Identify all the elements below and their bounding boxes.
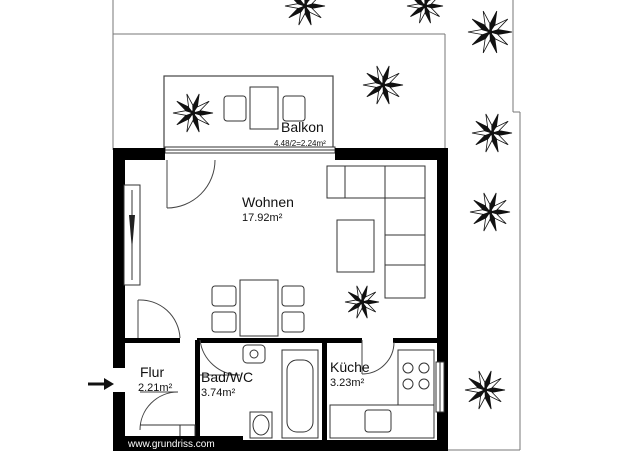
coffee-table [336,219,375,273]
room-name-flur: Flur [140,364,164,380]
room-area-kueche: 3.23m² [330,377,365,389]
plant-icon [406,0,444,24]
bathroom-fixtures [242,344,319,439]
sofa [326,165,426,299]
balcony-table [223,86,306,130]
plant-icon [344,285,380,319]
window-left [123,184,141,286]
room-name-kueche: Küche [330,359,370,375]
room-area-wohnen: 17.92m² [242,212,283,224]
room-area-flur: 2.21m² [138,382,173,394]
room-name-balkon: Balkon [281,119,324,135]
balcony [163,75,334,151]
arrow-right-icon [88,378,114,390]
plant-icon [467,10,513,54]
room-name-wohnen: Wohnen [242,194,294,210]
kitchen-counter [329,349,435,439]
room-area-bad: 3.74m² [201,387,236,399]
doors [137,159,395,431]
plant-icon [172,93,214,133]
plant-icon [284,0,326,26]
walls [113,148,448,451]
watermark-text: www.grundriss.com [127,439,215,450]
plant-icon [362,65,404,105]
flur-marks [140,424,196,438]
plant-icon [469,192,511,232]
window-right [435,361,445,413]
room-area-balkon: 4.48/2=2.24m² [274,139,326,148]
plant-icon [464,370,506,410]
dining-set [211,279,305,337]
plants [172,0,513,410]
plant-icon [471,113,513,153]
room-name-bad: Bad/WC [201,369,253,385]
watermark-strip [123,436,243,450]
terrain-outline [112,0,521,451]
